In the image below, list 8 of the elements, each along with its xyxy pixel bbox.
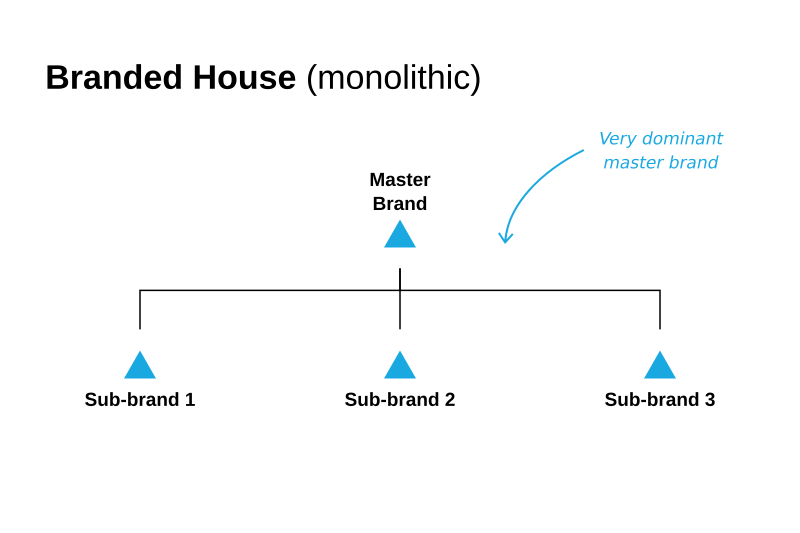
connector-line (399, 268, 661, 330)
brand-label: Sub-brand 2 (345, 392, 455, 406)
curved-arrow (498, 149, 584, 244)
brand-label: Master Brand (370, 172, 430, 210)
brand-label: Sub-brand 3 (605, 392, 715, 406)
title: Branded House (monolithic) (47, 64, 480, 96)
callout-text: Very dominant master brand (600, 131, 724, 169)
brand-label: Sub-brand 1 (85, 392, 195, 406)
